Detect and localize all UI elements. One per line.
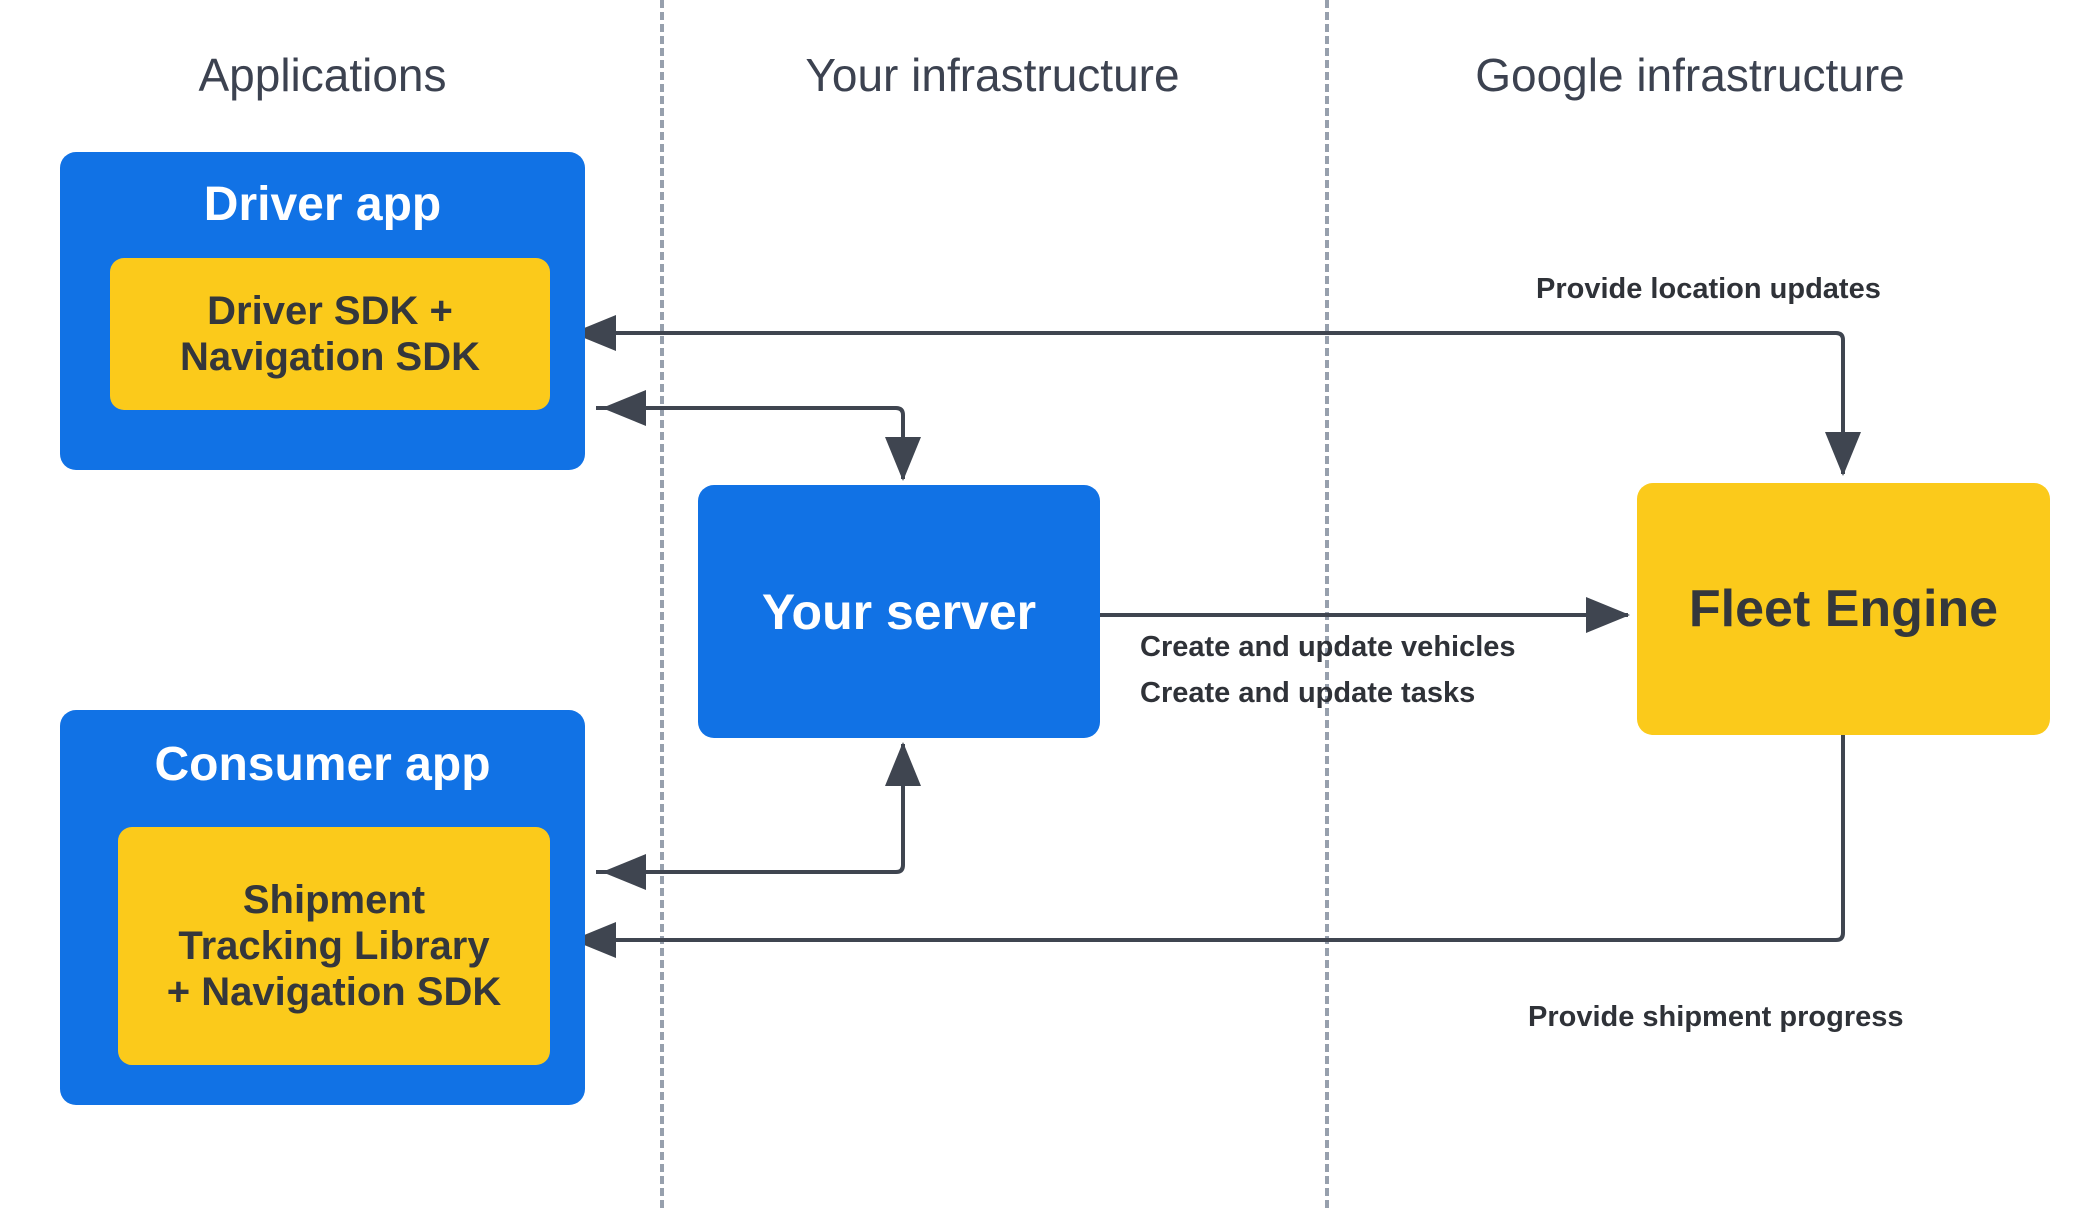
your-server-title: Your server xyxy=(761,583,1037,640)
driver-sdk-line-2: Navigation SDK xyxy=(179,335,481,379)
fleet-engine-title: Fleet Engine xyxy=(1688,580,1999,638)
consumer-sdk-line-3: + Navigation SDK xyxy=(166,970,502,1014)
consumer-sdk-line-2: Tracking Library xyxy=(178,924,490,968)
edge-label-shipment-progress: Provide shipment progress xyxy=(1528,1001,1904,1033)
edge-label-create-update-tasks: Create and update tasks xyxy=(1140,677,1476,709)
node-your-server[interactable]: Your server xyxy=(698,485,1100,738)
node-fleet-engine[interactable]: Fleet Engine xyxy=(1637,483,2050,735)
swimlane-divider-right xyxy=(1325,0,1329,1208)
driver-sdk-box[interactable]: Driver SDK + Navigation SDK xyxy=(110,258,550,410)
column-header-google-infrastructure: Google infrastructure xyxy=(1475,49,1905,101)
edge-label-create-update-vehicles: Create and update vehicles xyxy=(1140,631,1516,663)
edge-shipment-progress xyxy=(566,735,1845,942)
edge-label-location-updates: Provide location updates xyxy=(1536,273,1881,305)
edge-server-consumer xyxy=(596,752,905,874)
column-header-your-infrastructure: Your infrastructure xyxy=(805,49,1180,101)
consumer-app-title: Consumer app xyxy=(154,738,491,791)
consumer-sdk-box[interactable]: Shipment Tracking Library + Navigation S… xyxy=(118,827,550,1065)
column-header-applications: Applications xyxy=(198,49,447,101)
edge-location-updates-path xyxy=(566,331,1845,465)
edge-server-driver xyxy=(596,406,905,470)
driver-sdk-line-1: Driver SDK + xyxy=(207,289,453,333)
driver-app-title: Driver app xyxy=(203,178,442,231)
swimlane-divider-left xyxy=(660,0,664,1208)
consumer-sdk-line-1: Shipment xyxy=(242,878,426,922)
